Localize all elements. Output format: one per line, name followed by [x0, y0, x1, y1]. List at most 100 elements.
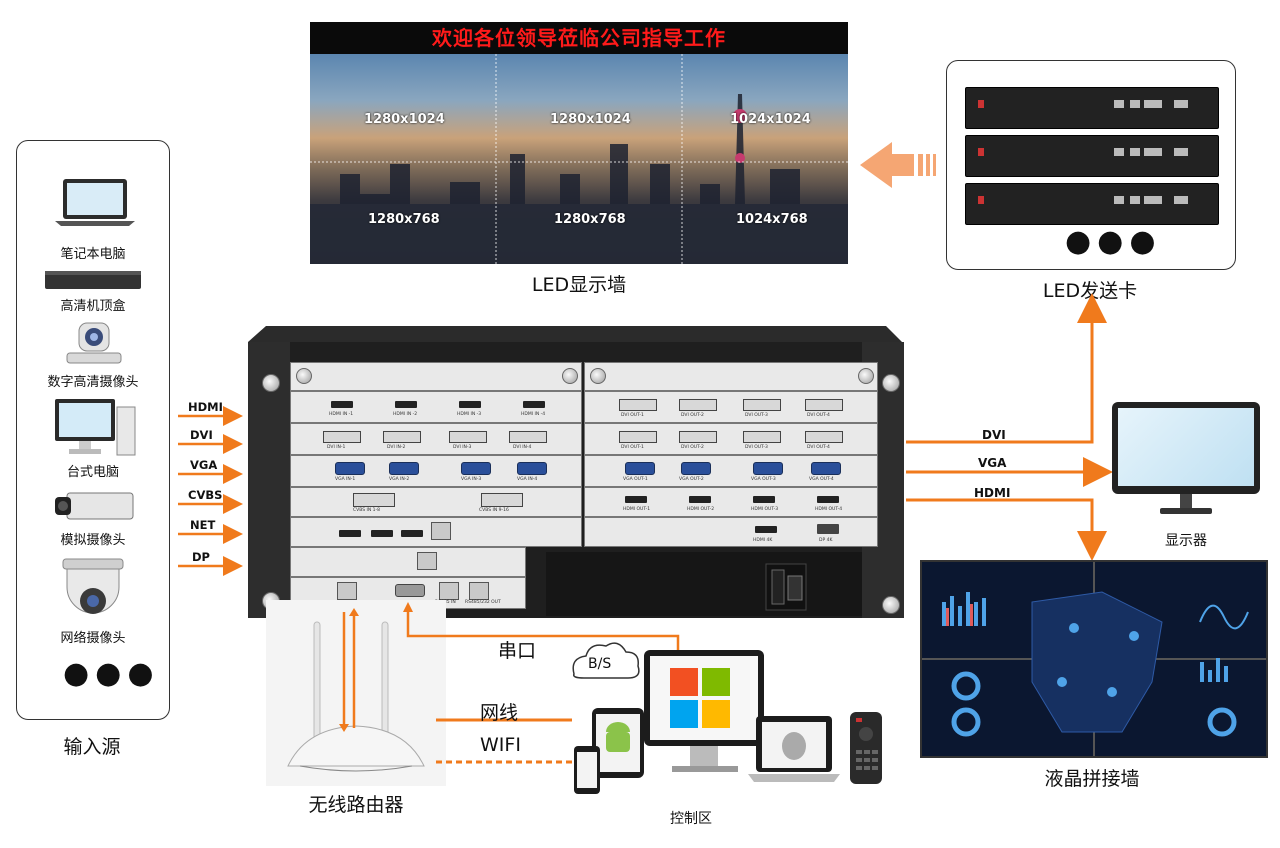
hdmi-input-card: HDMI IN -1 HDMI IN -2 HDMI IN -3 HDMI IN…: [290, 391, 582, 423]
rack-screw: [262, 374, 280, 392]
card-screw: [562, 368, 578, 384]
port-label: DVI OUT-1: [621, 445, 644, 450]
dvi-port: [743, 431, 781, 443]
port-label: VGA OUT-3: [751, 477, 776, 482]
resolution-label: 1280x768: [554, 212, 626, 227]
dome-camera-icon: [62, 558, 124, 614]
hdmi-port: [395, 401, 417, 408]
led-display-wall: 欢迎各位领导莅临公司指导工作 1280x1024 1280x1024 1024x…: [310, 22, 848, 264]
dvi-port: [323, 431, 361, 443]
vga-port: [389, 462, 419, 475]
ethernet-port: [337, 582, 357, 600]
dvi-port: [805, 431, 843, 443]
port-label: RS485/232 OUT: [465, 600, 501, 605]
led-banner: 欢迎各位领导莅临公司指导工作: [310, 22, 848, 54]
card-screw: [590, 368, 606, 384]
vga-output-card: VGA OUT-1 VGA OUT-2 VGA OUT-3 VGA OUT-4: [584, 455, 878, 487]
control-area: B/S: [566, 636, 846, 800]
hdmi-port: [753, 496, 775, 503]
more-dots: ●●●: [63, 656, 160, 691]
wireless-router-icon: [266, 600, 446, 786]
hdmi-port: [523, 401, 545, 408]
remote-control-icon: [850, 712, 882, 784]
city-skyline-image: 1280x1024 1280x1024 1024x1024 1280x768 1…: [310, 54, 848, 264]
hdmi-4k-port: [755, 526, 777, 533]
dvi-port: [805, 399, 843, 411]
input-arrows: [178, 406, 243, 576]
serial-connection-line: [403, 602, 680, 656]
signal-label-hdmi: HDMI: [188, 400, 223, 414]
control-area-title: 控制区: [670, 811, 712, 827]
signal-label-vga: VGA: [190, 458, 218, 472]
cvbs-port: [481, 493, 523, 507]
hd-camera-icon: [66, 322, 122, 364]
dvi-port: [509, 431, 547, 443]
dvi-port: [449, 431, 487, 443]
output-label-vga: VGA: [978, 456, 1007, 470]
rs485-out-port: [469, 582, 489, 600]
hdmi-port: [625, 496, 647, 503]
mixed-input-card: [290, 517, 582, 547]
port-label: CVBS IN 1-8: [353, 508, 380, 513]
dvi-port: [679, 431, 717, 443]
port-label: VGA IN-3: [461, 477, 482, 482]
port-label: HDMI 4K: [753, 538, 773, 543]
port-label: HDMI OUT-1: [623, 507, 651, 512]
port-label: DVI IN-2: [387, 445, 406, 450]
vga-input-card: VGA IN-1 VGA IN-2 VGA IN-3 VGA IN-4: [290, 455, 582, 487]
blank-card: [290, 362, 582, 391]
blank-card: [584, 362, 878, 391]
bs-label: B/S: [588, 656, 612, 672]
source-label: 高清机顶盒: [60, 299, 126, 314]
port-label: HDMI IN -1: [329, 412, 354, 417]
port-label: DVI OUT-4: [807, 445, 830, 450]
port-label: VGA IN-1: [335, 477, 356, 482]
port-label: DVI OUT-2: [681, 413, 704, 418]
resolution-label: 1280x1024: [550, 112, 631, 127]
output-arrows: [906, 293, 1113, 560]
dvi-output-card: DVI OUT-1 DVI OUT-2 DVI OUT-3 DVI OUT-4: [584, 391, 878, 423]
source-label: 笔记本电脑: [60, 247, 126, 262]
cvbs-input-card: CVBS IN 1-8 CVBS IN 9-16: [290, 487, 582, 517]
port-label: HDMI IN -4: [521, 412, 546, 417]
dvi-port: [383, 431, 421, 443]
signal-label-cvbs: CVBS: [188, 488, 223, 502]
rs485-in-port: [439, 582, 459, 600]
4k-output-card: HDMI 4K DP 4K: [584, 517, 878, 547]
vga-port: [517, 462, 547, 475]
dvi-port: [619, 399, 657, 411]
port-label: DP 4K: [819, 538, 833, 543]
port-label: VGA IN-2: [389, 477, 410, 482]
monitor-icon: [1112, 402, 1260, 494]
output-label-hdmi: HDMI: [974, 486, 1011, 500]
sender-card-unit: [965, 183, 1219, 225]
port-label: DVI IN-3: [453, 445, 472, 450]
port-label: DVI IN-1: [327, 445, 346, 450]
hdmi-port: [331, 401, 353, 408]
hdmi-port: [371, 530, 393, 537]
ethernet-port: [417, 552, 437, 570]
hdmi-port: [689, 496, 711, 503]
port-label: CVBS IN 9-16: [479, 508, 509, 513]
hdmi-output-card: HDMI OUT-1 HDMI OUT-2 HDMI OUT-3 HDMI OU…: [584, 487, 878, 517]
port-label: HDMI OUT-4: [815, 507, 843, 512]
signal-label-dp: DP: [192, 550, 210, 564]
dvi-output-card: DVI OUT-1 DVI OUT-2 DVI OUT-3 DVI OUT-4: [584, 423, 878, 455]
port-label: VGA OUT-4: [809, 477, 834, 482]
more-dots: ●●●: [1065, 224, 1162, 259]
led-sender-panel: ●●●: [946, 60, 1236, 270]
vga-port: [461, 462, 491, 475]
resolution-label: 1024x768: [736, 212, 808, 227]
serial-label: 串口: [498, 640, 537, 662]
dvi-port: [679, 399, 717, 411]
laptop-icon: [55, 179, 135, 226]
port-label: VGA IN-4: [517, 477, 538, 482]
resolution-label: 1280x768: [368, 212, 440, 227]
vga-port: [811, 462, 841, 475]
hdmi-port: [339, 530, 361, 537]
sender-to-led-arrow: [860, 142, 936, 188]
network-cable-label: 网线: [480, 702, 519, 724]
port-label: DVI OUT-3: [745, 413, 768, 418]
monitor-stand: [1160, 494, 1212, 514]
analog-camera-icon: [55, 492, 134, 520]
